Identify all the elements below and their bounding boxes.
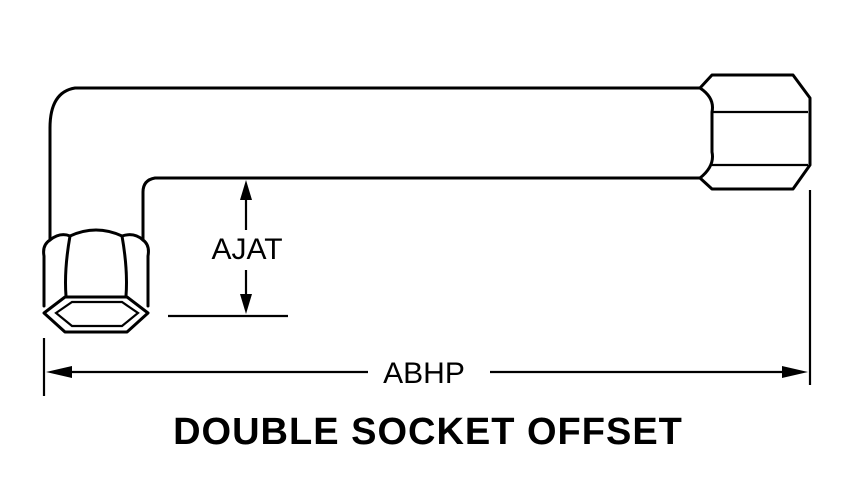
arrow-right-icon <box>782 366 808 378</box>
length-dimension: ABHP <box>42 190 812 396</box>
wrench-shank-outer <box>48 86 702 242</box>
length-dimension-label: ABHP <box>383 357 465 390</box>
arrow-down-icon <box>240 294 252 314</box>
arrow-up-icon <box>240 180 252 200</box>
height-dimension: AJAT <box>168 180 288 318</box>
hex-socket-opening <box>42 295 150 334</box>
height-dimension-label: AJAT <box>211 233 282 266</box>
wrench-shank-inner <box>141 176 702 242</box>
arrow-left-icon <box>46 366 72 378</box>
diagram-caption: DOUBLE SOCKET OFFSET <box>173 411 683 453</box>
small-socket <box>42 228 150 334</box>
large-socket <box>698 73 812 191</box>
